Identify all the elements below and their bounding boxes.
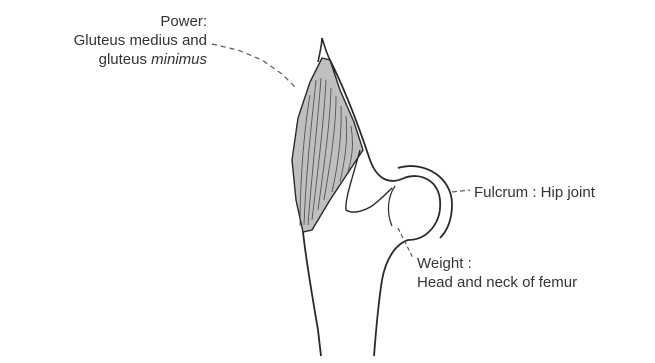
weight-leader-line — [398, 228, 413, 258]
femur-lateral-shaft — [303, 232, 321, 356]
power-line-1: Gluteus medius and — [74, 31, 207, 50]
femur-head-neck-junction — [388, 186, 395, 226]
fulcrum-text: Fulcrum : Hip joint — [474, 184, 595, 201]
fulcrum-leader-line — [452, 190, 470, 192]
weight-label: Weight : Head and neck of femur — [417, 254, 577, 292]
fulcrum-label: Fulcrum : Hip joint — [474, 183, 595, 202]
power-line-2-plain: gluteus — [99, 51, 152, 68]
power-leader-line — [212, 44, 296, 88]
femoral-head — [404, 176, 440, 240]
power-line-2-italic: minimus — [151, 51, 207, 68]
weight-line-1: Head and neck of femur — [417, 273, 577, 292]
power-title: Power: — [74, 12, 207, 31]
femur-neck-lower — [374, 240, 408, 356]
power-label: Power: Gluteus medius and gluteus minimu… — [74, 12, 207, 69]
weight-title: Weight : — [417, 254, 577, 273]
power-line-2: gluteus minimus — [74, 50, 207, 69]
